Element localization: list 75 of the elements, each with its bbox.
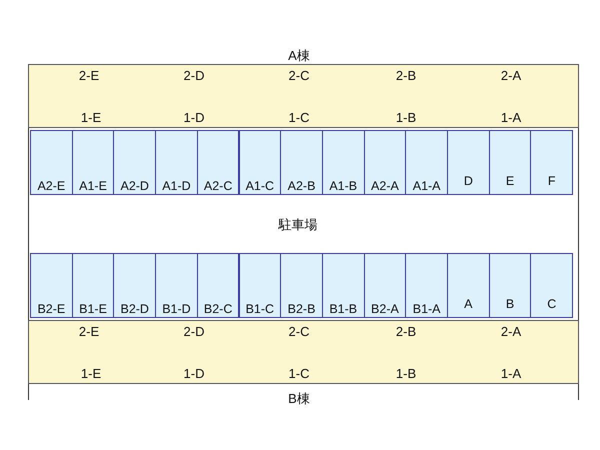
parking-space (447, 130, 490, 195)
parking-space (322, 253, 365, 318)
unit-number: 2-E (78, 68, 100, 83)
parking-space (322, 130, 365, 195)
space-label: A1-C (244, 179, 276, 193)
parking-space (280, 130, 323, 195)
parking-space (196, 253, 240, 318)
parking-space (155, 130, 198, 195)
building-label: B棟 (288, 391, 310, 406)
parking-space (72, 130, 114, 195)
unit-number: 1-C (288, 366, 310, 381)
unit-number: 2-E (78, 324, 100, 339)
parking-space (530, 130, 574, 195)
area-label: 駐車場 (278, 217, 318, 232)
building-label: A棟 (288, 48, 310, 63)
space-label: B2-B (286, 302, 316, 316)
parking-space (488, 130, 532, 195)
parking-space (113, 253, 156, 318)
space-label: B1-D (161, 302, 192, 316)
space-label: A1-D (161, 179, 192, 193)
space-label: A2-B (286, 179, 316, 193)
space-label: A2-A (370, 179, 400, 193)
parking-space (30, 130, 73, 195)
unit-number: 2-C (288, 68, 310, 83)
space-label: A (463, 297, 474, 311)
unit-number: 2-B (396, 324, 416, 339)
space-label: A2-C (202, 179, 234, 193)
parking-space (196, 130, 240, 195)
unit-number: 1-E (80, 110, 102, 125)
unit-number: 2-C (288, 324, 310, 339)
unit-number: 2-D (184, 68, 204, 83)
parking-space (238, 253, 282, 318)
unit-number: 1-E (80, 366, 102, 381)
space-label: B1-B (328, 302, 358, 316)
space-label: A1-B (328, 179, 358, 193)
space-label: A1-A (412, 179, 442, 193)
parking-space (405, 130, 448, 195)
unit-number: 1-D (184, 366, 204, 381)
space-label: B2-C (202, 302, 234, 316)
unit-number: 2-D (184, 324, 204, 339)
parking-space (488, 253, 532, 318)
parking-space (280, 253, 323, 318)
unit-number: 1-B (396, 366, 416, 381)
unit-number: 1-D (184, 110, 204, 125)
space-label: B2-E (36, 302, 66, 316)
unit-number: 1-C (288, 110, 310, 125)
space-label: F (546, 174, 557, 188)
parking-space (405, 253, 448, 318)
unit-number: 1-A (500, 110, 522, 125)
space-label: B2-A (370, 302, 400, 316)
unit-number: 1-B (396, 110, 416, 125)
unit-number: 2-B (396, 68, 416, 83)
unit-number: 2-A (500, 68, 522, 83)
space-label: D (462, 174, 474, 188)
parking-space (113, 130, 156, 195)
space-label: B1-C (244, 302, 276, 316)
parking-space (72, 253, 114, 318)
parking-space (364, 253, 406, 318)
parking-space (530, 253, 574, 318)
space-label: B1-A (412, 302, 442, 316)
space-label: A2-E (36, 179, 66, 193)
space-label: B1-E (78, 302, 108, 316)
space-label: C (546, 297, 558, 311)
parking-space (30, 253, 73, 318)
parking-space (447, 253, 490, 318)
space-label: E (504, 174, 516, 188)
parking-space (155, 253, 198, 318)
space-label: B (504, 297, 516, 311)
space-label: A2-D (119, 179, 150, 193)
unit-number: 1-A (500, 366, 522, 381)
space-label: B2-D (119, 302, 150, 316)
parking-space (238, 130, 282, 195)
parking-space (364, 130, 406, 195)
unit-number: 2-A (500, 324, 522, 339)
space-label: A1-E (78, 179, 108, 193)
